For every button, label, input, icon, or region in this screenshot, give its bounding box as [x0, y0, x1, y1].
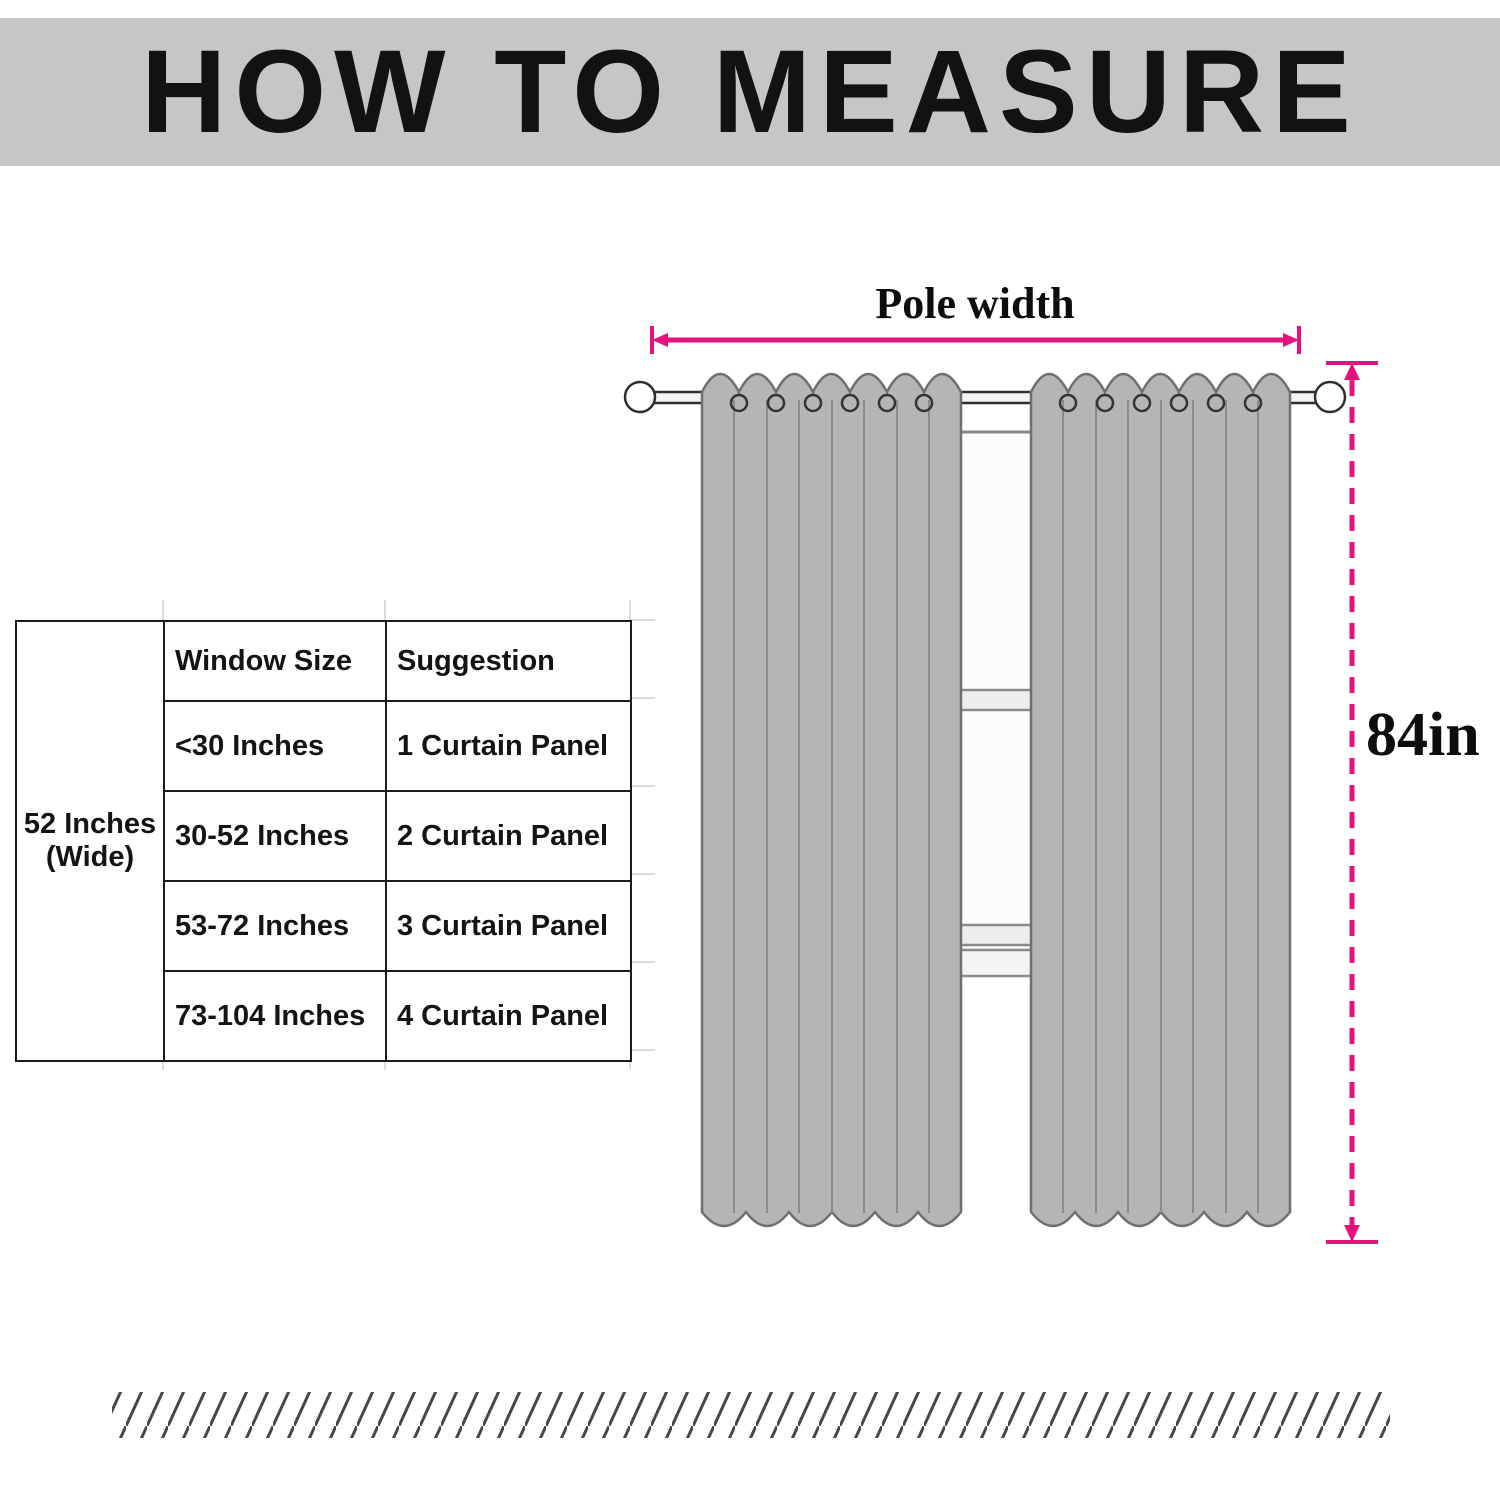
page-title: HOW TO MEASURE — [141, 26, 1359, 158]
table-row: <30 Inches 1 Curtain Panel — [16, 700, 632, 792]
pole-finial-left — [623, 380, 657, 414]
arrow-up-icon — [1344, 363, 1360, 380]
table-header-row: 52 Inches (Wide) Window Size Suggestion — [15, 620, 632, 1062]
title-banner: HOW TO MEASURE — [0, 18, 1500, 166]
pole-finial-right — [1313, 380, 1347, 414]
window-size-cell: <30 Inches — [163, 700, 387, 792]
suggestion-cell: 2 Curtain Panel — [385, 790, 632, 882]
table-row: 53-72 Inches 3 Curtain Panel — [16, 880, 632, 972]
suggestion-cell: 4 Curtain Panel — [385, 970, 632, 1062]
window-size-cell: 30-52 Inches — [163, 790, 387, 882]
suggestion-cell: 1 Curtain Panel — [385, 700, 632, 792]
curtain-height-measure: 84in — [1326, 361, 1480, 1244]
pole-width-measure: Pole width — [650, 279, 1301, 354]
window-size-cell: 53-72 Inches — [163, 880, 387, 972]
suggestion-cell: 3 Curtain Panel — [385, 880, 632, 972]
curtain-panel-left — [700, 372, 963, 1228]
curtain-rings-right — [1058, 393, 1263, 413]
column-header-window-size: Window Size — [163, 620, 387, 702]
panel-width-cell: 52 Inches (Wide) — [15, 620, 165, 1062]
floor-hatch — [112, 1392, 1390, 1438]
arrow-right-icon — [1283, 333, 1299, 347]
window-size-cell: 73-104 Inches — [163, 970, 387, 1062]
table-row: 30-52 Inches 2 Curtain Panel — [16, 790, 632, 882]
arrow-left-icon — [652, 333, 668, 347]
height-label: 84in — [1366, 701, 1480, 769]
arrow-down-icon — [1344, 1225, 1360, 1242]
table-row: 73-104 Inches 4 Curtain Panel — [16, 970, 632, 1062]
column-header-suggestion: Suggestion — [385, 620, 632, 702]
curtain-panel-right — [1029, 372, 1292, 1228]
pole-width-label: Pole width — [875, 279, 1074, 328]
curtain-size-table: 52 Inches (Wide) Window Size Suggestion … — [15, 620, 632, 1062]
curtain-rings-left — [729, 393, 934, 413]
